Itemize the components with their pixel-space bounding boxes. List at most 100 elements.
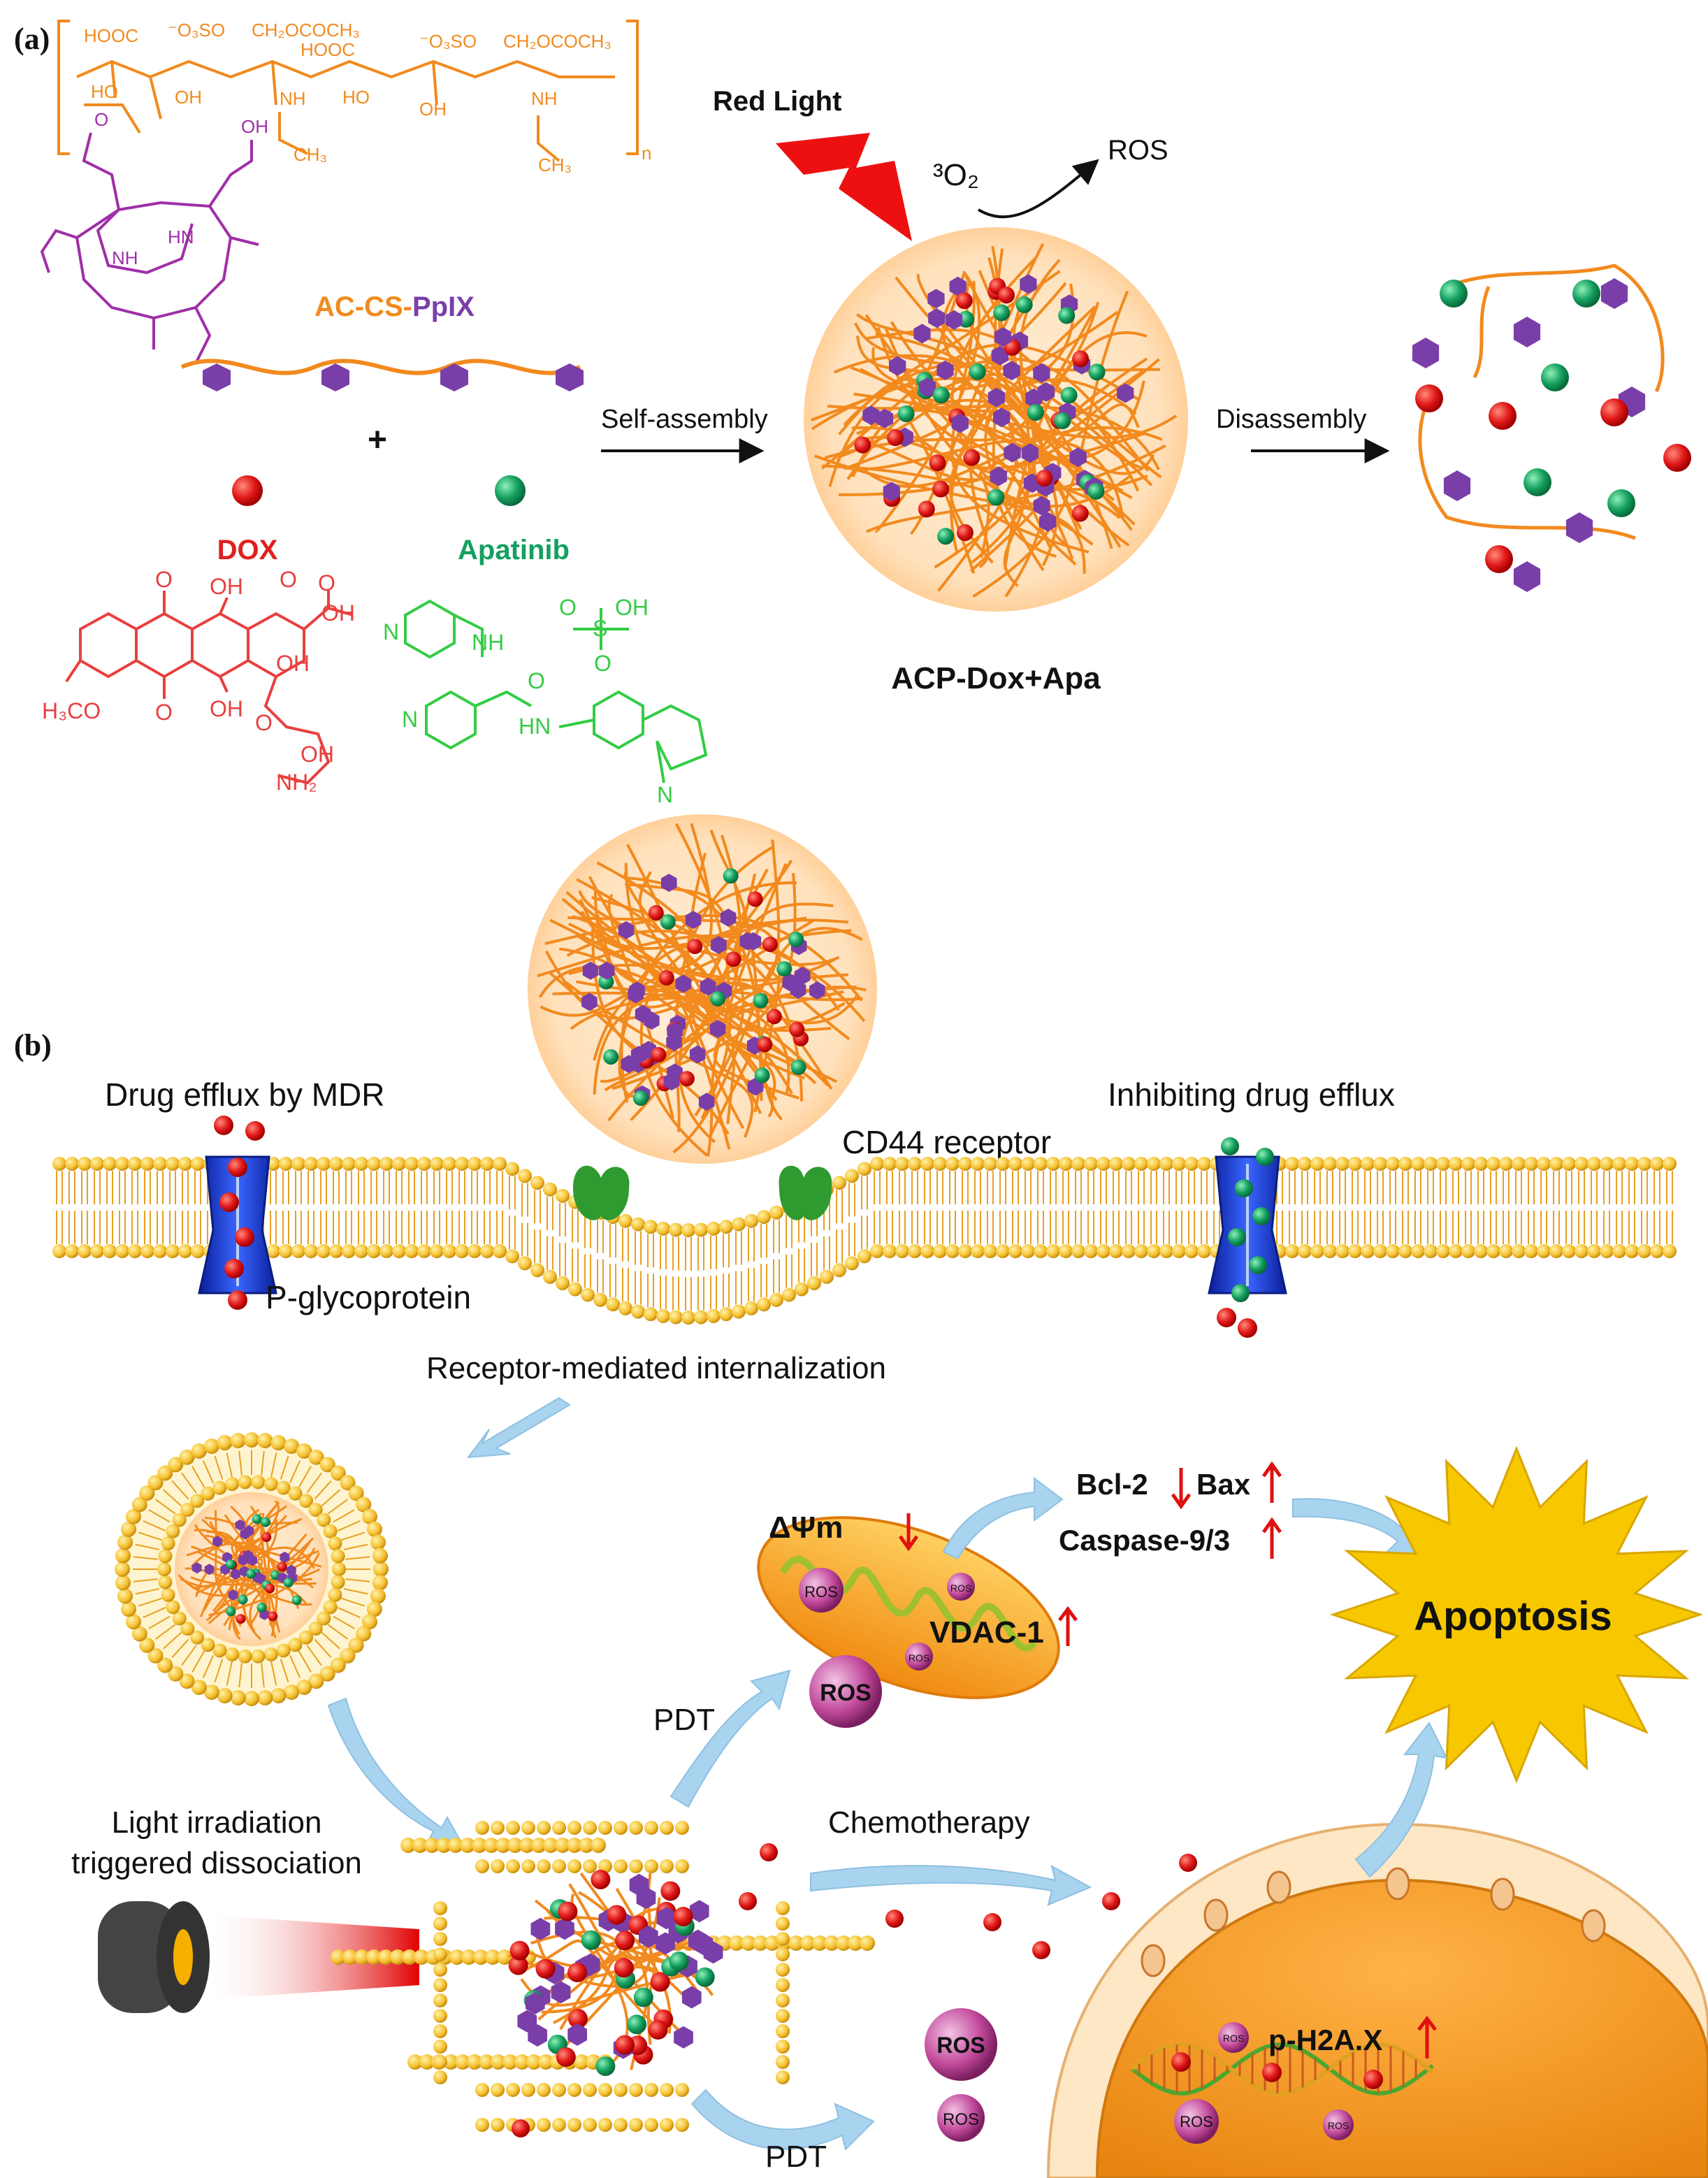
- lipid-head: [795, 1282, 809, 1297]
- lipid-head: [946, 1157, 960, 1171]
- ros-bubble: [799, 1568, 844, 1613]
- apa-o: O: [528, 668, 545, 693]
- lipid-head: [629, 1859, 643, 1873]
- porphyrin-oh: OH: [241, 116, 268, 137]
- dox-dot: [615, 1931, 635, 1951]
- lipid-head: [1134, 1157, 1148, 1171]
- apatinib-dot: [754, 1067, 770, 1083]
- dox-dot: [1036, 470, 1053, 487]
- lipid-head: [1185, 1157, 1199, 1171]
- pplx-hexagon: [556, 363, 584, 391]
- lipid-head: [158, 1549, 173, 1564]
- polymer-ch2ococh3-1: CH₂OCOCH₃: [252, 20, 360, 41]
- dox-dot: [236, 1614, 246, 1624]
- lipid-head: [332, 1562, 346, 1576]
- pplx-hexagon: [1513, 317, 1541, 347]
- nuclear-pore: [1141, 1944, 1166, 1977]
- lipid-head: [1336, 1244, 1349, 1258]
- dox-dot: [1489, 402, 1517, 430]
- lipid-head: [1159, 1157, 1173, 1171]
- lipid-head: [1499, 1157, 1513, 1171]
- lipid-head: [356, 1497, 372, 1513]
- lipid-head: [1361, 1244, 1375, 1258]
- lipid-head: [430, 1244, 444, 1258]
- ac-cs-pplx-chain: [180, 359, 584, 391]
- lipid-head: [1436, 1157, 1450, 1171]
- lipid-head: [1097, 1157, 1110, 1171]
- lipid-head: [433, 2070, 447, 2084]
- dox-dot: [1171, 2052, 1191, 2072]
- dox-dot: [558, 1901, 578, 1921]
- lipid-head: [1537, 1157, 1551, 1171]
- pplx-hexagon: [1020, 274, 1037, 294]
- caspase-label: Caspase-9/3: [1059, 1524, 1230, 1557]
- lipid-head: [583, 2083, 597, 2097]
- lipid-tail: [154, 1624, 176, 1640]
- dox-dot: [1238, 1318, 1257, 1338]
- lipid-tail: [321, 1631, 341, 1650]
- lipid-head: [1084, 1244, 1098, 1258]
- lipid-head: [417, 1244, 431, 1258]
- conjugate-pplx: PpIX: [412, 291, 475, 322]
- lipid-tail: [202, 1654, 215, 1678]
- lipid-head: [276, 1643, 291, 1658]
- apatinib-dot: [246, 1568, 256, 1579]
- apatinib-dot: [1231, 1284, 1250, 1302]
- cd44-receptor-label: CD44 receptor: [842, 1124, 1051, 1160]
- light-irradiation-label-1: Light irradiation: [112, 1805, 322, 1840]
- dox-dot: [789, 1021, 805, 1037]
- lipid-head: [131, 1497, 147, 1513]
- lipid-head: [433, 1947, 447, 1961]
- pdt-arrow-up: [670, 1669, 791, 1808]
- apatinib-dot: [1524, 468, 1551, 496]
- lipid-head: [933, 1244, 947, 1258]
- polymer-strand: [194, 1524, 316, 1571]
- pplx-hexagon: [228, 1589, 238, 1601]
- pplx-hexagon: [698, 1092, 715, 1111]
- apatinib-label: Apatinib: [458, 535, 570, 565]
- lipid-tail: [314, 1480, 332, 1500]
- lipid-head: [166, 1524, 180, 1538]
- lipid-head: [506, 1821, 520, 1835]
- dox-o-4: O: [155, 700, 173, 725]
- apa-s-o: O: [559, 595, 577, 620]
- lipid-head: [407, 2054, 423, 2070]
- lipid-head: [455, 1244, 469, 1258]
- lipid-head: [1398, 1244, 1412, 1258]
- ros-bubble: [1174, 2099, 1219, 2144]
- lipid-head: [537, 1859, 551, 1873]
- lipid-head: [1486, 1157, 1500, 1171]
- pplx-hexagon: [582, 961, 599, 980]
- polymer-strand: [260, 1502, 280, 1626]
- polymer-strand: [201, 1518, 263, 1627]
- pplx-hexagon: [286, 1564, 296, 1576]
- lipid-head: [1562, 1244, 1576, 1258]
- lipid-head: [212, 1643, 227, 1658]
- pplx-hexagon: [862, 405, 880, 426]
- lipid-head: [412, 1838, 428, 1853]
- lipid-head: [1361, 1157, 1375, 1171]
- lipid-head: [870, 1244, 884, 1258]
- lipid-head: [304, 1157, 318, 1171]
- lipid-head: [370, 1534, 386, 1550]
- lipid-tail: [321, 1489, 341, 1507]
- lipid-head: [1034, 1244, 1048, 1258]
- lipid-head: [552, 2118, 566, 2132]
- pplx-hexagon: [661, 874, 677, 892]
- lipid-head: [1097, 1244, 1110, 1258]
- dox-o-2: O: [280, 567, 297, 592]
- lipid-head: [172, 1611, 187, 1626]
- lipid-head: [379, 1244, 393, 1258]
- lipid-head: [820, 1269, 834, 1284]
- lipid-head: [442, 1244, 456, 1258]
- lipid-head: [491, 2054, 506, 2070]
- lipid-head: [1449, 1157, 1463, 1171]
- lipid-head: [340, 1475, 356, 1491]
- light-irradiation-label-2: triggered dissociation: [71, 1846, 362, 1880]
- lipid-head: [583, 1821, 597, 1835]
- apatinib-dot: [1060, 387, 1078, 404]
- lipid-head: [158, 1575, 173, 1589]
- lipid-head: [480, 1157, 494, 1171]
- apatinib-dot: [238, 1594, 248, 1605]
